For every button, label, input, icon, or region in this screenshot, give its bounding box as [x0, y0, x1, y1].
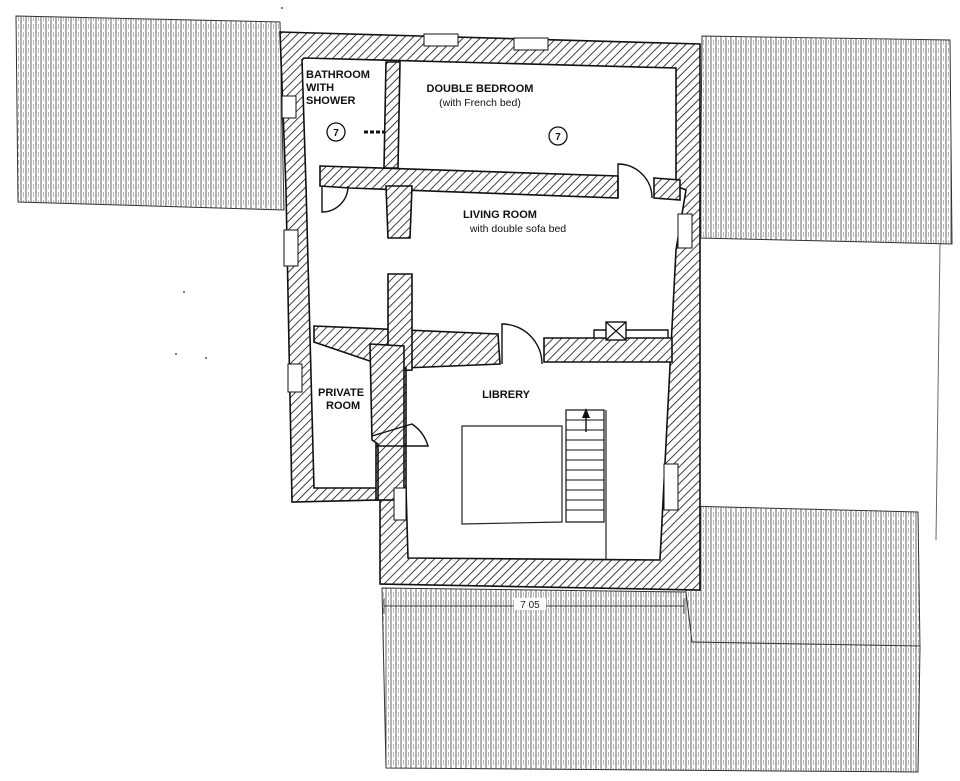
- wall-bedroom-right: [653, 177, 681, 201]
- bathroom-label-3: SHOWER: [306, 95, 356, 107]
- private-room-label-2: ROOM: [326, 400, 360, 412]
- window-top-1: [423, 33, 459, 47]
- window-left-1: [281, 95, 297, 119]
- mezzanine-outline: [461, 425, 563, 525]
- openings: [281, 33, 693, 521]
- chimney-box: [605, 321, 627, 341]
- bedroom-badge: [548, 126, 568, 146]
- door-private-room: [371, 423, 429, 447]
- walls: [279, 31, 701, 591]
- stair-arrowhead-icon: [582, 408, 590, 418]
- wall-living-library-right: [543, 337, 673, 363]
- roof-bottom: [381, 587, 921, 773]
- roof-areas: [15, 15, 953, 773]
- door-bedroom: [617, 163, 653, 199]
- dimension-line: 7 05: [383, 598, 685, 614]
- window-right-1: [677, 213, 693, 249]
- library-label: LIBRERY: [482, 389, 531, 401]
- door-bathroom: [321, 185, 349, 213]
- bathroom-badge: [326, 122, 346, 142]
- bathroom-label-2: WITH: [306, 82, 334, 94]
- staircase: [565, 408, 605, 523]
- doors: [321, 163, 669, 447]
- private-room-label-1: PRIVATE: [318, 387, 364, 399]
- living-room-label: LIVING ROOM: [463, 209, 537, 221]
- roof-top-left: [15, 15, 285, 211]
- roof-bottom-right: [685, 505, 921, 651]
- living-room-note: with double sofa bed: [469, 223, 566, 235]
- door-library: [501, 323, 543, 365]
- bathroom-label-1: BATHROOM: [306, 69, 370, 81]
- door-living-right: [593, 329, 669, 338]
- window-left-2: [283, 229, 299, 267]
- wall-private-right: [369, 343, 405, 501]
- outer-wall: [279, 31, 701, 591]
- bedroom-label: DOUBLE BEDROOM: [427, 83, 534, 95]
- room-labels: BATHROOM WITH SHOWER 7 DOUBLE BEDROOM (w…: [306, 69, 568, 412]
- window-top-2: [513, 37, 549, 51]
- wall-living-stub: [385, 185, 413, 239]
- bathroom-badge-text: 7: [333, 128, 339, 139]
- window-right-2: [663, 463, 679, 511]
- specks: [175, 7, 283, 359]
- guide-line-right: [935, 243, 941, 541]
- roof-top-right: [699, 35, 953, 245]
- dimension-value: 7 05: [520, 600, 540, 611]
- bedroom-badge-text: 7: [555, 132, 561, 143]
- window-left-3: [287, 363, 303, 393]
- wall-bath-bed: [383, 61, 401, 169]
- window-bottom-left: [393, 487, 407, 521]
- wall-bedroom-living: [319, 165, 619, 199]
- library-mezzanine: [461, 408, 607, 560]
- bedroom-note: (with French bed): [439, 97, 521, 109]
